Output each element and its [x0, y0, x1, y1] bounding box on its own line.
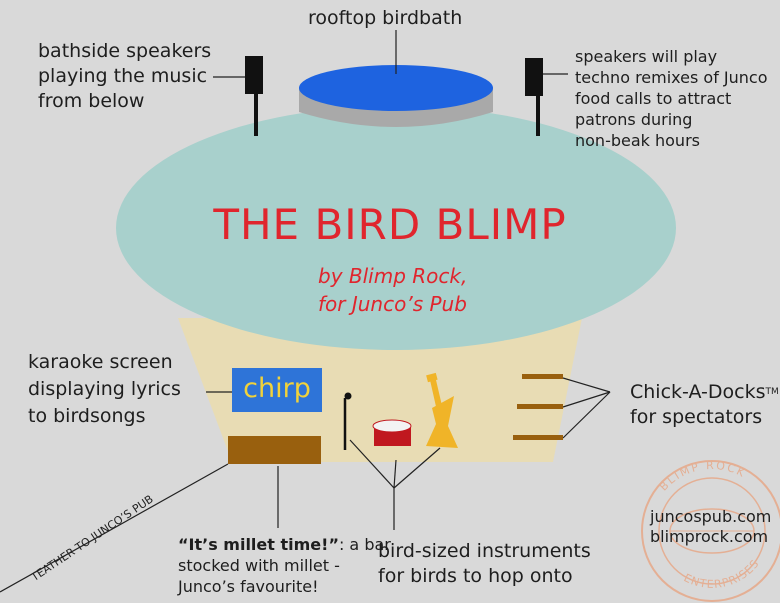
instruments-line1: bird-sized instruments [378, 540, 591, 562]
millet-line1: “It’s millet time!”: a bar [178, 534, 391, 555]
chick-a-docks-label: Chick-A-DocksTM [630, 380, 779, 405]
svg-text:ENTERPRISES: ENTERPRISES [682, 557, 762, 591]
microphone [344, 392, 352, 400]
chick-a-docks-text: Chick-A-Docks [630, 381, 766, 403]
dock-3 [513, 435, 563, 440]
millet-line3: Junco’s favourite! [178, 577, 319, 596]
bathside-speakers-line2: playing the music [38, 65, 208, 87]
leader-lines [0, 30, 611, 593]
karaoke-line3: to birdsongs [28, 405, 146, 427]
trademark: TM [765, 387, 779, 397]
subtitle-line2: for Junco’s Pub [318, 292, 467, 316]
stamp-bottom-text: ENTERPRISES [682, 557, 761, 591]
blimp-title: THE BIRD BLIMP [213, 200, 567, 249]
drum-top [372, 419, 412, 433]
speakers-note-line2: techno remixes of Junco [575, 68, 768, 87]
blimp-balloon [116, 106, 676, 350]
spectators-label: for spectators [630, 406, 763, 428]
left-speaker [245, 56, 263, 94]
karaoke-line1: karaoke screen [28, 351, 173, 373]
gondola [178, 318, 582, 462]
birdbath-label: rooftop birdbath [308, 7, 463, 29]
blimp-subtitle: by Blimp Rock, for Junco’s Pub [318, 262, 467, 318]
speakers-note-line1: speakers will play [575, 47, 718, 66]
bathside-speakers-line1: bathside speakers [38, 40, 212, 62]
birdbath-water [299, 65, 493, 111]
url-blimprock: blimprock.com [650, 527, 769, 546]
svg-text:BLIMP ROCK: BLIMP ROCK [657, 459, 748, 494]
speakers-note-line5: non-beak hours [575, 131, 700, 150]
instruments-line2: for birds to hop onto [378, 565, 573, 587]
millet-bold: “It’s millet time!” [178, 535, 339, 554]
dock-2 [517, 404, 563, 409]
speakers-note-line3: food calls to attract [575, 89, 732, 108]
bathside-speakers-line3: from below [38, 90, 145, 112]
url-junco: juncospub.com [650, 507, 772, 526]
millet-rest: : a bar [338, 535, 391, 554]
dock-1 [522, 374, 563, 379]
stamp-top-text: BLIMP ROCK [657, 459, 746, 494]
guitar [426, 372, 458, 448]
subtitle-line1: by Blimp Rock, [318, 264, 468, 288]
right-speaker [525, 58, 543, 96]
millet-bar [228, 436, 321, 464]
karaoke-screen: chirp [232, 368, 322, 412]
karaoke-line2: displaying lyrics [28, 378, 181, 400]
speakers-note-line4: patrons during [575, 110, 693, 129]
millet-line2: stocked with millet - [178, 556, 340, 575]
